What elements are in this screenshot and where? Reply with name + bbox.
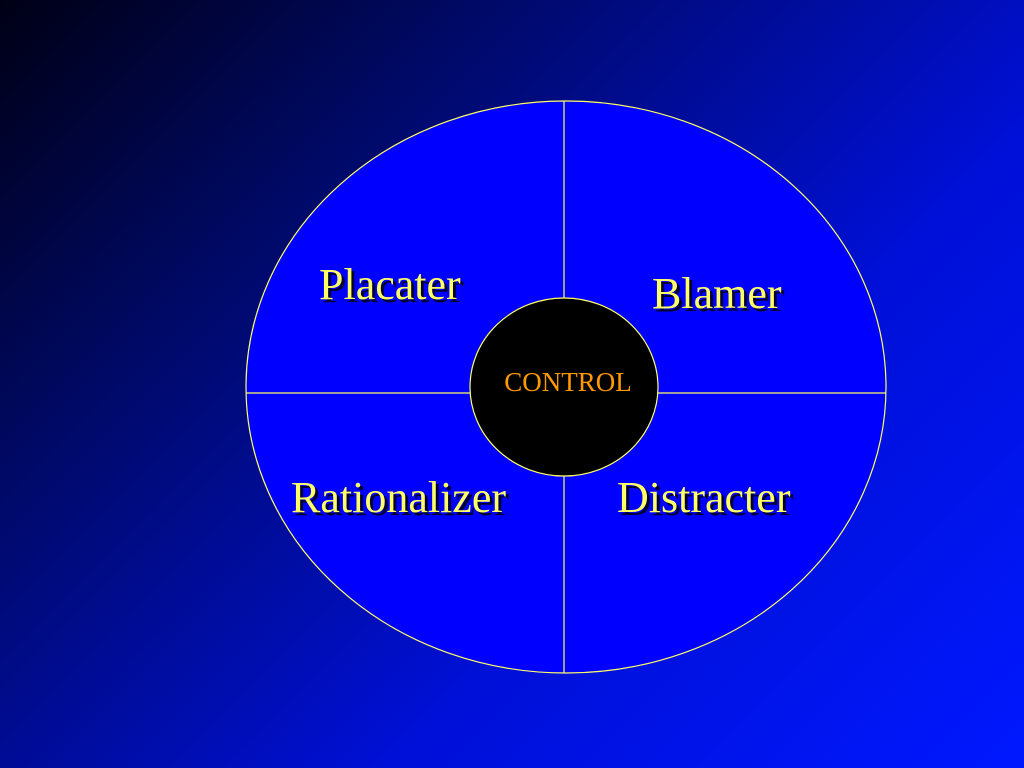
rationalizer-label-shadow: Rationalizer xyxy=(294,476,509,525)
control-label: CONTROL xyxy=(504,367,632,397)
placater-label: Placater xyxy=(319,260,461,309)
center-circle xyxy=(469,297,659,477)
rationalizer-label: Rationalizer xyxy=(291,473,506,522)
distracter-label-shadow: Distracter xyxy=(620,476,794,525)
placater-label-shadow: Placater xyxy=(322,263,464,312)
distracter-label: Distracter xyxy=(617,473,791,522)
blamer-label-shadow: Blamer xyxy=(655,272,785,321)
blamer-label: Blamer xyxy=(652,269,782,318)
